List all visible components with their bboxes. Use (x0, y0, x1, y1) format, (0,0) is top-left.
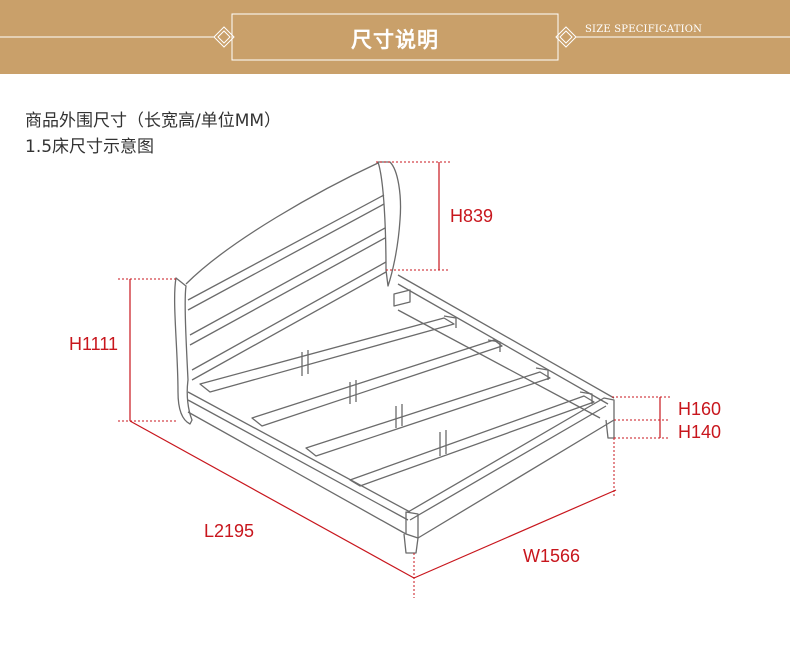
dimension-lines (129, 162, 661, 579)
dim-length: L2195 (204, 521, 255, 541)
dim-headboard-top: H839 (450, 206, 494, 226)
dim-width: W1566 (523, 546, 581, 566)
banner-title: 尺寸说明 (351, 28, 439, 52)
description-diagram-title: 1.5床尺寸示意图 (25, 137, 155, 157)
description-size-note: 商品外围尺寸（长宽高/单位MM） (25, 111, 282, 131)
dim-headboard-height: H1111 (69, 334, 119, 354)
dim-footboard-height: H160 (678, 399, 722, 419)
banner-subtitle: SIZE SPECIFICATION (583, 24, 705, 35)
banner-ornament (0, 13, 790, 61)
extension-lines (118, 161, 670, 598)
dim-leg-height: H140 (678, 422, 722, 442)
bed-outline (173, 161, 615, 554)
header-banner: 尺寸说明 SIZE SPECIFICATION (0, 0, 790, 74)
